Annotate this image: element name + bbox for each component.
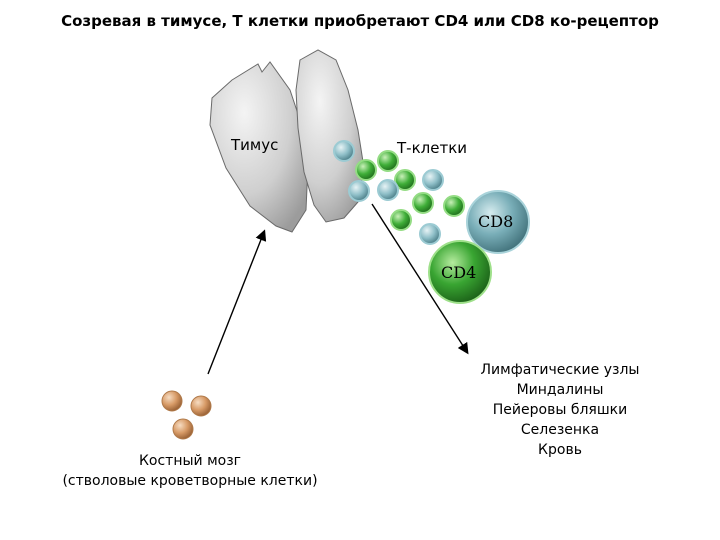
destination-item: Кровь [538,442,582,458]
t-cells-cluster [333,140,465,245]
t-cell-green [443,195,465,217]
thymus-organ [209,49,365,233]
arrow-bone-marrow-to-thymus [207,229,267,375]
arrow-thymus-to-periphery [371,203,469,355]
t-cell-teal [333,140,355,162]
t-cell-teal [348,180,370,202]
thymus-left-lobe [209,61,309,233]
bone-marrow-caption: Костный мозг (стволовые кроветворные кле… [50,451,330,491]
t-cell-teal [377,179,399,201]
cd8-cell [466,190,530,254]
cd4-cell [428,240,492,304]
bone-marrow-subtitle: (стволовые кроветворные клетки) [62,473,318,489]
thymus-right-lobe [295,49,365,223]
destination-item: Пейеровы бляшки [492,402,628,418]
bone-marrow-title: Костный мозг [138,453,242,469]
cd8-label: CD8 [478,212,514,231]
t-cell-teal [419,223,441,245]
t-cells-label: Т-клетки [397,139,467,157]
destination-item: Миндалины [516,382,604,398]
t-cell-green [390,209,412,231]
t-cell-teal [422,169,444,191]
t-cell-green [377,150,399,172]
diagram-title: Созревая в тимусе, Т клетки приобретают … [61,12,659,30]
destination-item: Лимфатические узлы [480,362,640,378]
t-cell-green [355,159,377,181]
stem-cell [190,395,212,417]
destination-item: Селезенка [520,422,600,438]
t-cell-green [394,169,416,191]
stem-cells [161,390,212,440]
stem-cell [161,390,183,412]
stem-cell [172,418,194,440]
t-cell-green [412,192,434,214]
cd4-label: CD4 [441,263,477,282]
thymus-label: Тимус [231,136,279,154]
destinations-list: Лимфатические узлы Миндалины Пейеровы бл… [460,360,660,460]
